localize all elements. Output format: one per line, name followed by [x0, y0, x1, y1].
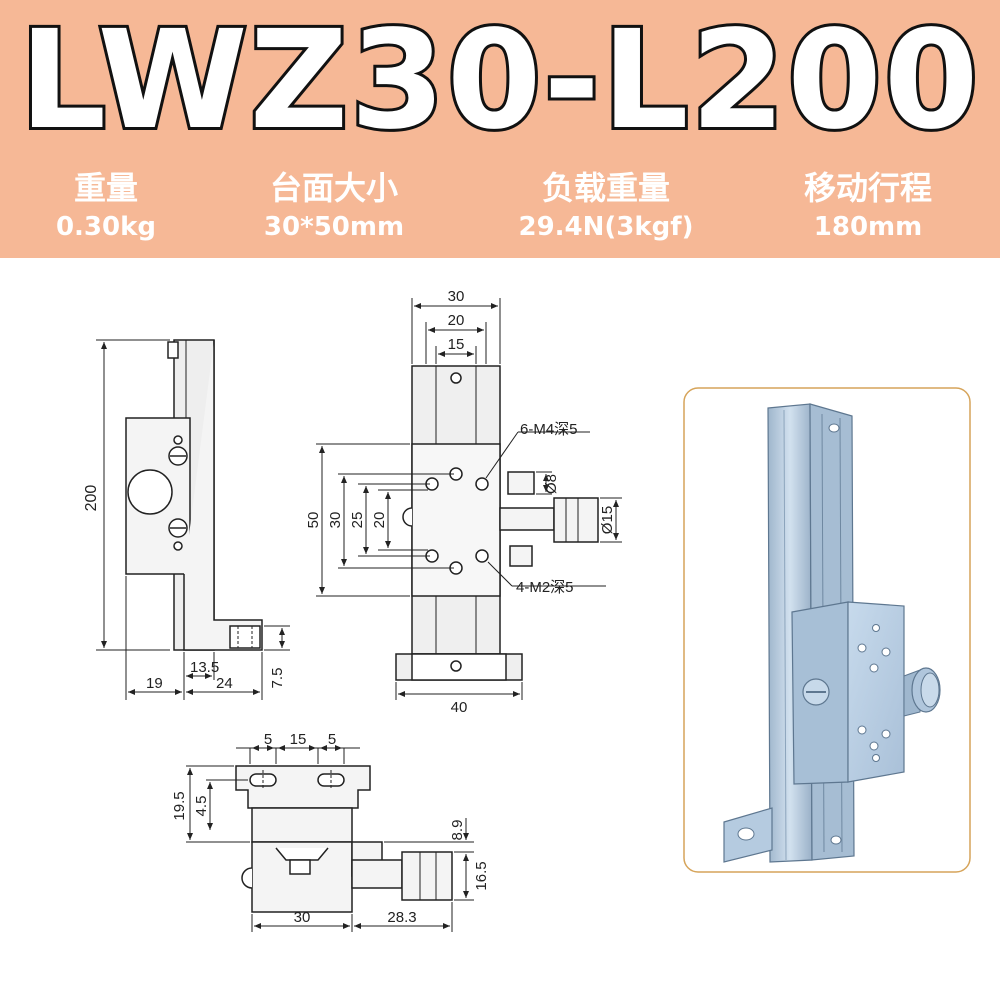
dim-5-left: 5 [264, 731, 272, 748]
side-view-dimensions [96, 339, 290, 700]
front-view-labels: 30 20 15 50 30 25 20 40 6-M4深5 4-M2深5 Ø8… [305, 288, 616, 716]
technical-drawings: 200 13.5 19 24 7.5 [83, 288, 971, 932]
dim-20-top: 20 [448, 312, 465, 329]
dim-20-side: 20 [371, 512, 388, 529]
product-photo [683, 387, 971, 873]
spec-table-size: 台面大小 30*50mm [214, 166, 454, 244]
header-banner: LWZ30-L200 重量 0.30kg 台面大小 30*50mm 负载重量 2… [0, 0, 1000, 258]
end-view-labels: 5 15 5 19.5 4.5 8.9 16.5 30 28.3 [171, 731, 490, 926]
dim-19: 19 [146, 675, 163, 692]
dim-7-5: 7.5 [269, 668, 286, 689]
dim-4-5: 4.5 [193, 796, 210, 817]
dim-16-5: 16.5 [473, 861, 490, 890]
dim-15-top: 15 [448, 336, 465, 353]
dim-dia-15: Ø15 [599, 506, 616, 534]
dim-19-5: 19.5 [171, 791, 188, 820]
front-view-dimensions [316, 298, 622, 700]
dim-50: 50 [305, 512, 322, 529]
dim-30-bottom: 30 [294, 909, 311, 926]
adjust-shaft [499, 507, 555, 531]
dim-28-3: 28.3 [387, 909, 416, 926]
end-bracket [235, 765, 371, 809]
hole-callout-m4: 6-M4深5 [520, 421, 578, 438]
hole-callout-m2: 4-M2深5 [516, 579, 574, 596]
end-rail [251, 807, 353, 843]
adjust-knob [553, 497, 599, 543]
spec-label: 台面大小 [269, 169, 398, 207]
dim-15-mid: 15 [290, 731, 307, 748]
end-view [235, 765, 453, 913]
spec-travel: 移动行程 180mm [748, 166, 988, 244]
side-view [125, 339, 263, 651]
dim-30-side: 30 [327, 512, 344, 529]
spec-weight: 重量 0.30kg [0, 166, 226, 244]
end-view-dimensions [186, 745, 474, 932]
dim-13-5: 13.5 [190, 659, 219, 676]
side-view-labels: 200 13.5 19 24 7.5 [83, 485, 286, 692]
dim-30-top: 30 [448, 288, 465, 305]
spec-label: 重量 [73, 169, 138, 207]
dim-25: 25 [349, 512, 366, 529]
dim-8-9: 8.9 [449, 820, 466, 841]
lock-knob-small [507, 471, 535, 495]
model-title: LWZ30-L200 [17, 2, 982, 160]
spec-label: 负载重量 [541, 169, 670, 207]
end-adjust-knob [401, 851, 453, 901]
spec-value: 29.4N(3kgf) [518, 212, 694, 242]
spec-value: 30*50mm [263, 212, 405, 242]
spec-label: 移动行程 [803, 169, 932, 207]
dim-height-200: 200 [83, 485, 100, 512]
dim-dia-8: Ø8 [543, 474, 560, 494]
spec-value: 180mm [813, 212, 923, 242]
dim-5-right: 5 [328, 731, 336, 748]
dim-24: 24 [216, 675, 233, 692]
spec-load: 负载重量 29.4N(3kgf) [486, 166, 726, 244]
spec-value: 0.30kg [55, 212, 157, 242]
front-view [395, 365, 599, 681]
dim-40: 40 [451, 699, 468, 716]
